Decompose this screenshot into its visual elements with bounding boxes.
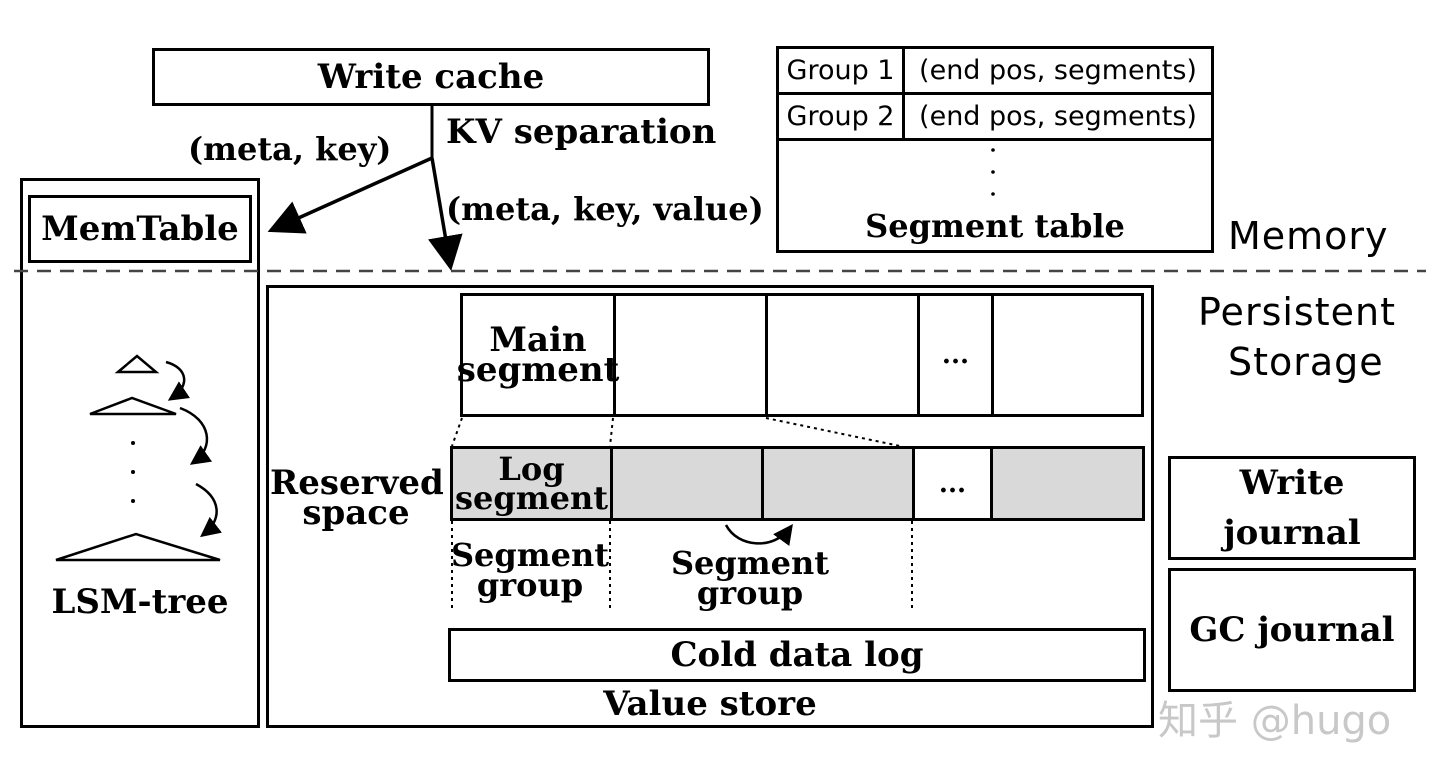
lsm-dot-3	[131, 499, 135, 503]
write-cache-label: Write cache	[317, 57, 545, 97]
segment-group-2-line-1: Segment	[670, 544, 830, 582]
map-line-mid	[609, 417, 614, 447]
lsm-level-n-icon	[55, 532, 221, 562]
main-segment-row: Main segment ...	[457, 293, 1144, 417]
log-segment-ellipsis: ...	[915, 449, 993, 518]
log-segment-slot-3	[764, 449, 915, 518]
persistent-tier-label-2: Storage	[1228, 340, 1384, 384]
arrow-to-memtable	[267, 156, 433, 234]
memtable-label: MemTable	[41, 209, 239, 249]
segment-table-dot-1	[991, 148, 995, 152]
map-line-right	[765, 417, 901, 447]
segment-group-1-line-1: Segment	[450, 536, 610, 574]
reserved-space-line-1: Reserved	[270, 463, 444, 503]
meta-key-label: (meta, key)	[188, 130, 392, 168]
kv-separation-label: KV separation	[446, 112, 717, 152]
main-segment-line-2: segment	[456, 350, 620, 390]
segment-group-label-2: Segment group	[660, 544, 840, 612]
reserved-space-line-2: space	[302, 493, 410, 533]
log-segment-cell: Log segment	[453, 449, 613, 518]
watermark: 知乎 @hugo	[1158, 698, 1392, 744]
lsm-tree-label: LSM-tree	[51, 582, 229, 622]
segment-table-entry-1: (end pos, segments)	[905, 49, 1211, 95]
log-segment-slot-2	[613, 449, 764, 518]
cold-data-log-label: Cold data log	[670, 635, 924, 675]
arrow-to-value-store	[428, 157, 463, 271]
segment-table-dot-2	[991, 170, 995, 174]
segment-group-label-1: Segment group	[450, 536, 610, 604]
gc-journal-box: GC journal	[1168, 568, 1416, 692]
main-segment-cell: Main segment	[457, 296, 619, 414]
main-segment-ellipsis-text: ...	[941, 340, 970, 370]
lsm-compaction-arrow-3	[195, 482, 222, 538]
log-segment-row: Log segment ...	[450, 446, 1145, 521]
persistent-tier-label-1: Persistent	[1198, 290, 1396, 334]
log-segment-line-2: segment	[454, 478, 608, 517]
segment-table-title: Segment table	[865, 207, 1125, 245]
reserved-space-label: Reserved space	[270, 463, 444, 533]
memory-tier-label: Memory	[1228, 214, 1389, 258]
value-store-title: Value store	[603, 684, 817, 724]
lsm-compaction-arrow-1	[165, 360, 191, 401]
lsm-compaction-arrow-2	[179, 406, 213, 465]
log-segment-ellipsis-text: ...	[938, 468, 967, 499]
write-journal-line-2: journal	[1223, 513, 1361, 553]
lsm-dot-2	[131, 470, 135, 474]
segment-group-arrow	[724, 523, 793, 547]
meta-key-value-label: (meta, key, value)	[446, 190, 764, 228]
segment-table-dot-3	[991, 192, 995, 196]
segment-table-group-2: Group 2	[779, 95, 905, 141]
cold-data-log-box: Cold data log	[448, 628, 1146, 682]
write-journal-line-1: Write	[1239, 463, 1345, 503]
main-segment-ellipsis: ...	[920, 296, 994, 414]
main-segment-slot-2	[616, 296, 768, 414]
map-line-left	[451, 417, 463, 447]
segment-group-1-line-2: group	[476, 566, 584, 604]
lsm-level-1-icon	[89, 396, 177, 416]
lsm-container	[20, 178, 260, 728]
log-segment-line-1: Log	[498, 449, 565, 488]
lsm-level-0-icon	[114, 354, 160, 374]
segment-table: Group 1 (end pos, segments) Group 2 (end…	[776, 46, 1214, 253]
write-cache-box: Write cache	[152, 48, 710, 106]
write-journal-box: Write journal	[1168, 456, 1416, 560]
gc-journal-label: GC journal	[1189, 610, 1395, 650]
segment-group-2-line-2: group	[696, 574, 804, 612]
segment-table-entry-2: (end pos, segments)	[905, 95, 1211, 141]
main-segment-line-1: Main	[489, 320, 587, 360]
lsm-dot-1	[131, 441, 135, 445]
segment-table-group-1: Group 1	[779, 49, 905, 95]
memtable-box: MemTable	[28, 195, 252, 263]
main-segment-slot-3	[768, 296, 920, 414]
